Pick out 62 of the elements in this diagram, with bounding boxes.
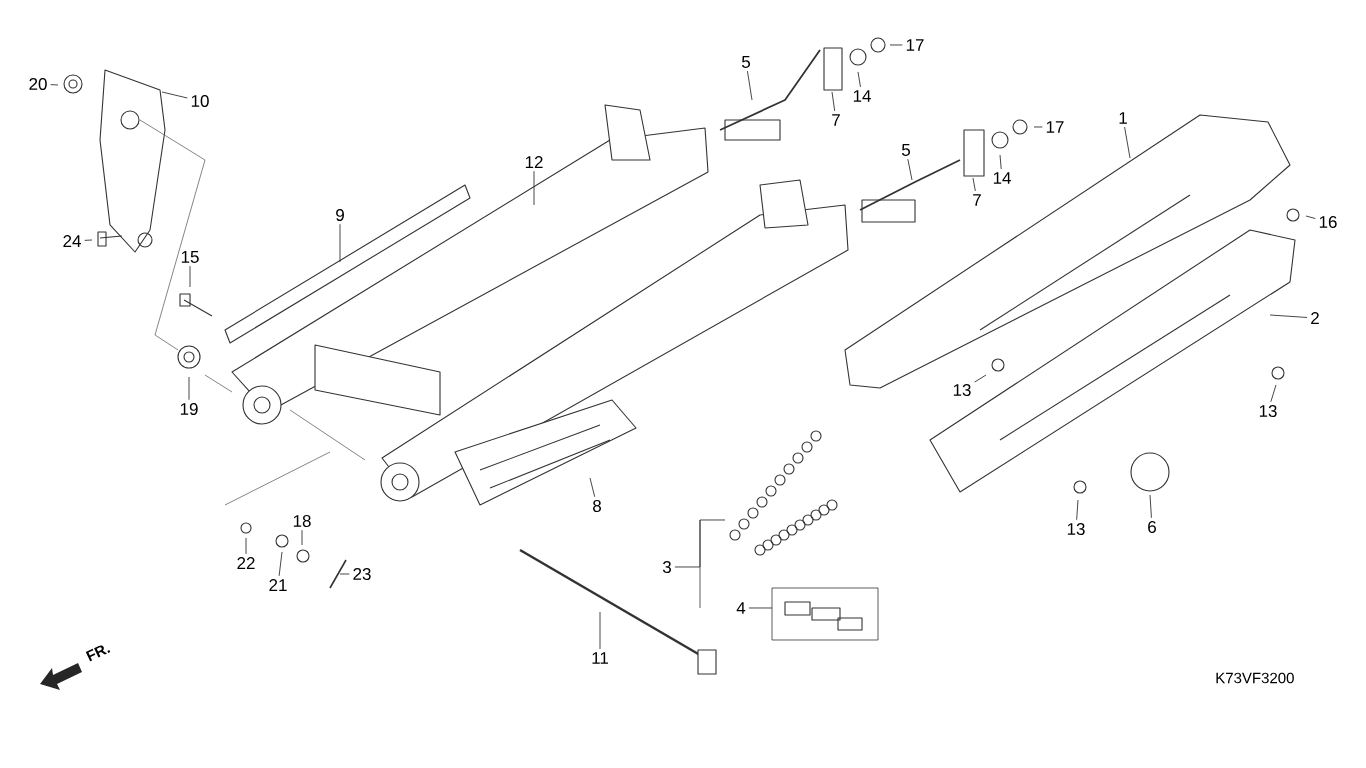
- leader-line: [1149, 494, 1152, 519]
- callout-number: 7: [832, 114, 840, 126]
- leader-line: [907, 158, 913, 181]
- callout-number: 19: [180, 403, 198, 415]
- leader-line: [188, 376, 190, 401]
- leader-line: [1270, 384, 1277, 403]
- callout-number: 14: [993, 172, 1011, 184]
- callout-number: 14: [853, 90, 871, 102]
- callout-number: 1: [1119, 112, 1127, 124]
- leader-line: [889, 44, 903, 46]
- leader-line: [674, 519, 726, 568]
- callout-number: 16: [1319, 216, 1337, 228]
- callout-number: 23: [353, 567, 371, 580]
- leader-line: [339, 223, 341, 263]
- callout-number: 4: [736, 602, 746, 614]
- callout-number: 8: [593, 500, 601, 512]
- leader-line: [161, 91, 188, 99]
- leader-line: [857, 71, 861, 88]
- leader-line: [589, 477, 596, 498]
- callout-number: 21: [269, 579, 287, 591]
- callout-number: 15: [181, 251, 199, 263]
- callout-number: 24: [63, 235, 81, 247]
- leader-line: [747, 70, 753, 101]
- leader-line: [748, 607, 773, 609]
- leader-line: [533, 170, 535, 206]
- leader-line: [50, 84, 59, 86]
- leader-line: [189, 265, 191, 288]
- drawing-number: K73VF3200: [1216, 672, 1294, 684]
- leader-line: [999, 154, 1002, 170]
- leader-line: [974, 374, 987, 383]
- callout-number: 12: [525, 156, 543, 168]
- callout-number: 17: [1046, 121, 1064, 133]
- leader-line: [1269, 314, 1308, 318]
- callout-number: 5: [741, 56, 750, 68]
- callout-number: 11: [592, 652, 608, 664]
- leader-line: [339, 573, 350, 575]
- leader-line: [1033, 126, 1043, 128]
- callout-number: 18: [293, 515, 311, 527]
- callout-number: 3: [662, 560, 671, 573]
- leader-line: [1076, 499, 1079, 521]
- callout-number: 6: [1148, 521, 1156, 533]
- callout-number: 20: [29, 78, 47, 90]
- callout-number: 13: [953, 384, 971, 396]
- leader-line: [831, 91, 836, 112]
- callout-number: 10: [191, 95, 209, 107]
- callout-number: 13: [1259, 405, 1277, 417]
- leader-line: [245, 537, 247, 555]
- direction-label: FR.: [85, 645, 111, 662]
- callout-number: 17: [906, 39, 924, 51]
- leader-line: [1124, 126, 1131, 159]
- callout-number: 9: [336, 209, 344, 221]
- leader-line: [278, 551, 283, 577]
- leader-line: [84, 239, 93, 241]
- callout-number: 22: [237, 557, 255, 569]
- leader-line: [301, 529, 303, 546]
- leader-line: [972, 177, 976, 192]
- callout-number: 2: [1311, 312, 1319, 324]
- leader-line: [1305, 215, 1316, 219]
- callout-number: 5: [901, 144, 910, 156]
- callout-number: 13: [1067, 523, 1085, 535]
- callout-number: 7: [973, 194, 981, 206]
- leader-line: [599, 611, 601, 650]
